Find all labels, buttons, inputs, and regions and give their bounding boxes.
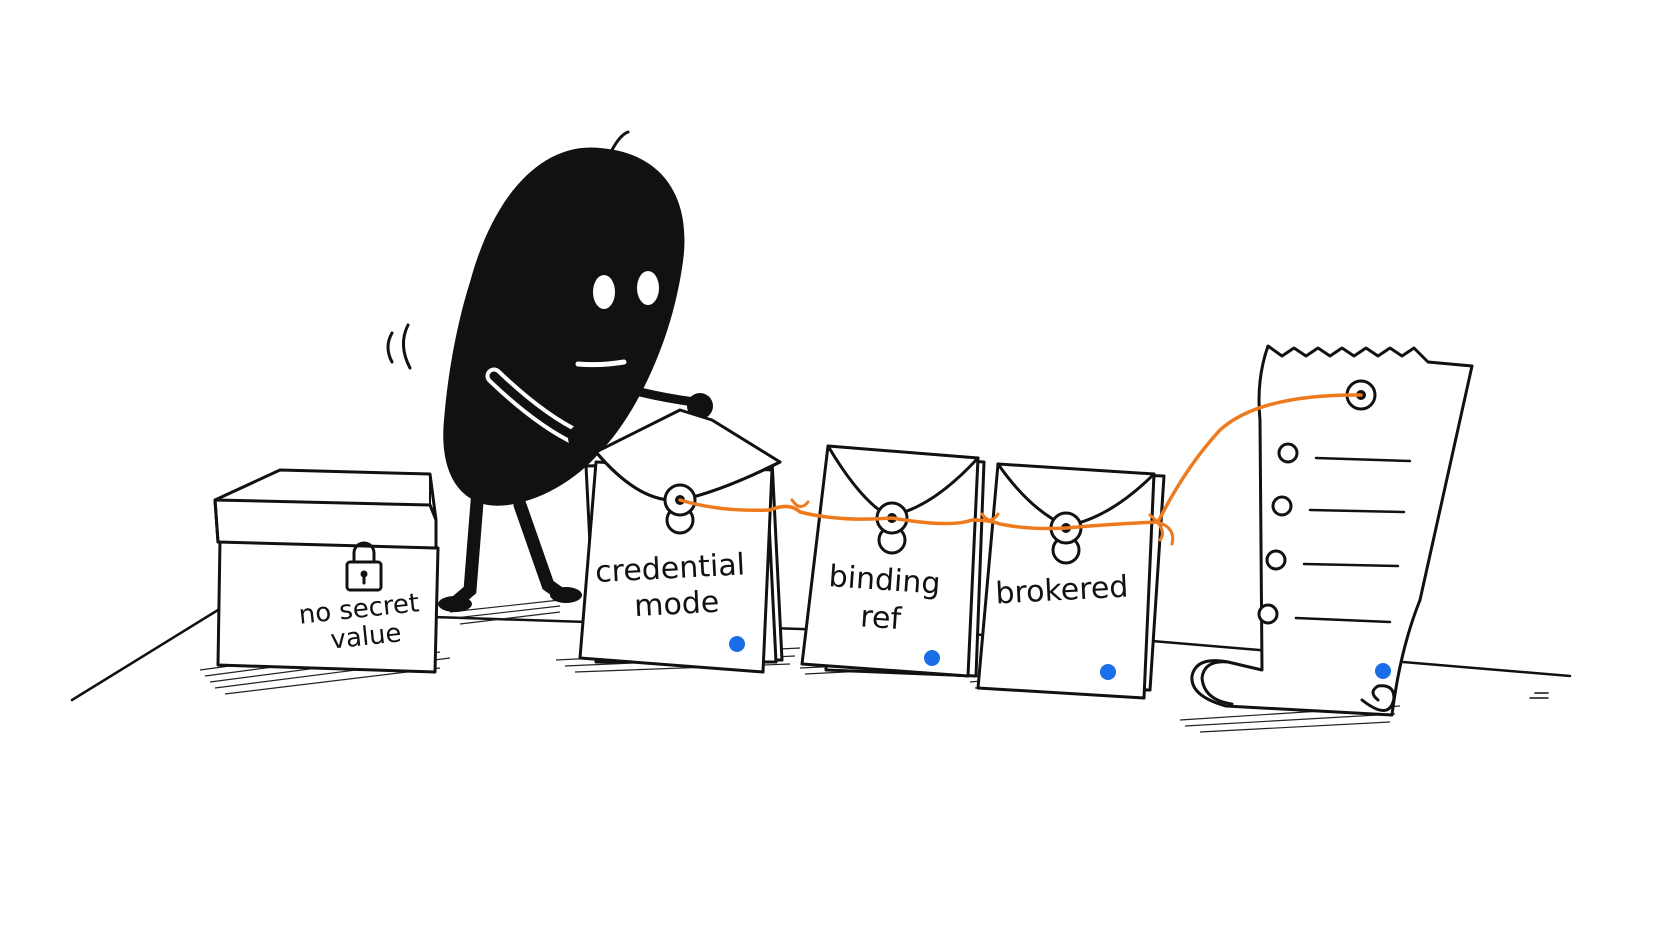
envelope-brokered: brokered <box>976 462 1166 700</box>
envelope-1-label-line-1: credential <box>594 547 746 590</box>
svg-text:credential mode: credential mode <box>594 547 757 626</box>
receipt-scroll <box>1190 344 1474 717</box>
lock-icon <box>345 541 383 592</box>
status-dot-icon <box>729 636 745 652</box>
receipt-checklist <box>1257 442 1412 625</box>
checkbox-icon <box>1265 549 1287 571</box>
status-dot-icon <box>1100 664 1116 680</box>
character <box>386 130 713 612</box>
envelope-1-label-line-2: mode <box>633 585 720 624</box>
status-dot-icon <box>1375 663 1391 679</box>
secret-box: no secret value <box>213 468 440 674</box>
box-label-line-2: value <box>329 618 403 655</box>
envelope-credential-mode: credential mode <box>578 408 784 674</box>
checkbox-icon <box>1277 442 1299 464</box>
envelope-2-label-line-1: binding <box>828 559 942 602</box>
status-dot-icon <box>924 650 940 666</box>
envelope-3-label-line-1: brokered <box>995 570 1130 612</box>
checkbox-icon <box>1271 495 1293 517</box>
connecting-string <box>678 393 1363 546</box>
envelope-2-label-line-2: ref <box>859 599 903 637</box>
envelope-binding-ref: binding ref <box>800 444 986 678</box>
svg-text:binding ref: binding ref <box>825 559 951 640</box>
checkbox-icon <box>1257 603 1279 625</box>
svg-text:brokered: brokered <box>995 570 1130 612</box>
